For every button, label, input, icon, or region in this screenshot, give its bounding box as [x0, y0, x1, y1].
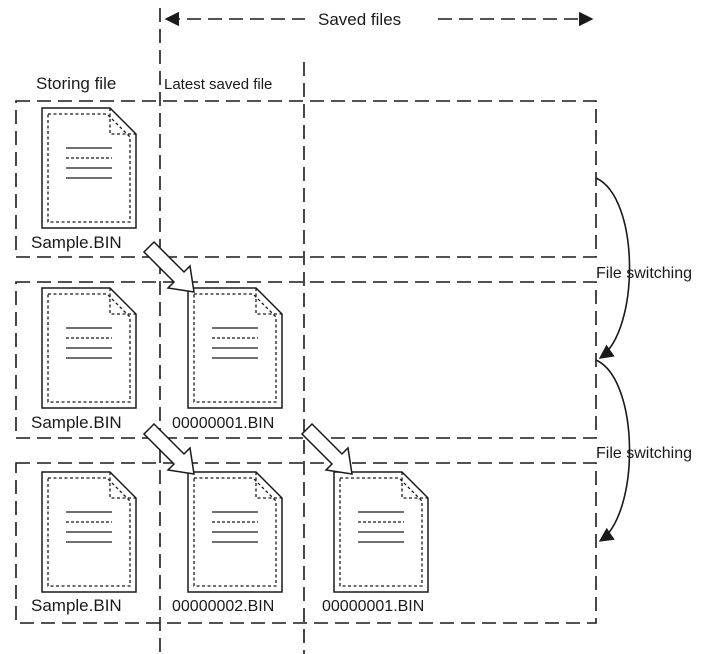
row-1-box [15, 100, 597, 258]
move-arrow-row1-to-row2 [143, 241, 195, 293]
row-2-latest-doc-icon [187, 287, 283, 409]
row-2-storing-doc-icon [41, 287, 137, 409]
row-1-storing-doc-icon [41, 107, 137, 229]
saved-files-header: Saved files [164, 10, 594, 29]
row-1-storing-filename: Sample.BIN [31, 233, 122, 252]
file-switching-label-2: File switching [596, 445, 692, 462]
move-arrow-row2-latest-to-row3-older [301, 423, 353, 475]
storing-file-header: Storing file [36, 74, 116, 93]
saved-files-label: Saved files [318, 10, 401, 29]
file-switching-arrow-2 [595, 359, 631, 542]
file-switching-label-1: File switching [596, 265, 692, 282]
row-3-latest-filename: 00000002.BIN [172, 598, 274, 615]
row-2-latest-filename: 00000001.BIN [172, 415, 274, 432]
row-3-older-filename: 00000001.BIN [322, 598, 424, 615]
row-3-storing-doc-icon [41, 471, 137, 593]
row-3-storing-filename: Sample.BIN [31, 596, 122, 615]
row-3-latest-doc-icon [187, 471, 283, 593]
row-2-storing-filename: Sample.BIN [31, 413, 122, 432]
latest-saved-file-header: Latest saved file [164, 76, 272, 93]
file-switching-arrow-1 [595, 177, 631, 359]
row-3-older-doc-icon [333, 471, 429, 593]
row-3-box [15, 462, 597, 624]
